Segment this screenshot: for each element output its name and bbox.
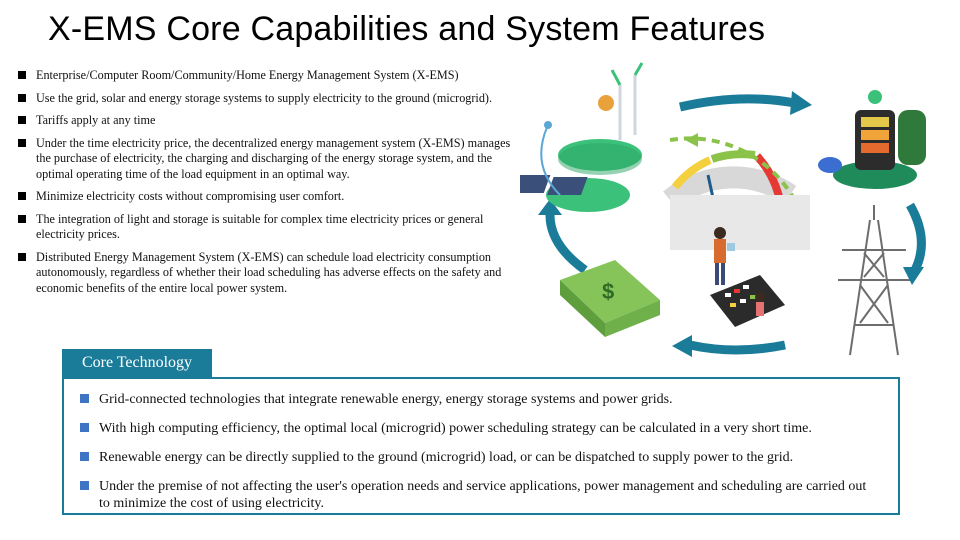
square-bullet-icon: [18, 214, 26, 223]
page-title: X-EMS Core Capabilities and System Featu…: [48, 10, 766, 48]
feature-list: Enterprise/Computer Room/Community/Home …: [18, 68, 523, 303]
cycle-arrows: [545, 94, 926, 355]
energy-storage-icon: [818, 90, 926, 189]
core-technology-list: Grid-connected technologies that integra…: [64, 379, 898, 512]
feature-item: Enterprise/Computer Room/Community/Home …: [18, 68, 523, 84]
transmission-tower-icon: [838, 205, 910, 356]
square-bullet-icon: [18, 116, 26, 124]
core-technology-box: Grid-connected technologies that integra…: [62, 377, 900, 515]
arrow-heads: [538, 91, 924, 357]
feature-item: Under the time electricity price, the de…: [18, 136, 523, 183]
feature-item: The integration of light and storage is …: [18, 212, 523, 243]
svg-text:$: $: [602, 279, 614, 304]
square-bullet-icon: [18, 192, 26, 200]
square-bullet-icon: [18, 71, 26, 79]
person-icon: [714, 227, 735, 285]
feature-item: Use the grid, solar and energy storage s…: [18, 91, 523, 107]
core-technology-heading: Core Technology: [62, 349, 212, 377]
blue-square-bullet-icon: [80, 394, 89, 403]
feature-item: Tariffs apply at any time: [18, 113, 523, 129]
blue-square-bullet-icon: [80, 423, 89, 432]
energy-cycle-illustration: $: [520, 62, 926, 357]
blue-square-bullet-icon: [80, 452, 89, 461]
feature-item: Distributed Energy Management System (X-…: [18, 250, 523, 297]
solar-wind-island-icon: [520, 62, 644, 212]
blue-square-bullet-icon: [80, 481, 89, 490]
money-stack-icon: $: [560, 260, 660, 337]
core-item: Under the premise of not affecting the u…: [80, 478, 880, 512]
core-item: Grid-connected technologies that integra…: [80, 391, 880, 408]
feature-item: Minimize electricity costs without compr…: [18, 189, 523, 205]
square-bullet-icon: [18, 252, 26, 261]
core-item: Renewable energy can be directly supplie…: [80, 449, 880, 466]
square-bullet-icon: [18, 138, 26, 147]
gauge-meter-icon: [663, 133, 810, 250]
calculator-icon: [710, 275, 785, 327]
square-bullet-icon: [18, 93, 26, 102]
core-item: With high computing efficiency, the opti…: [80, 420, 880, 437]
